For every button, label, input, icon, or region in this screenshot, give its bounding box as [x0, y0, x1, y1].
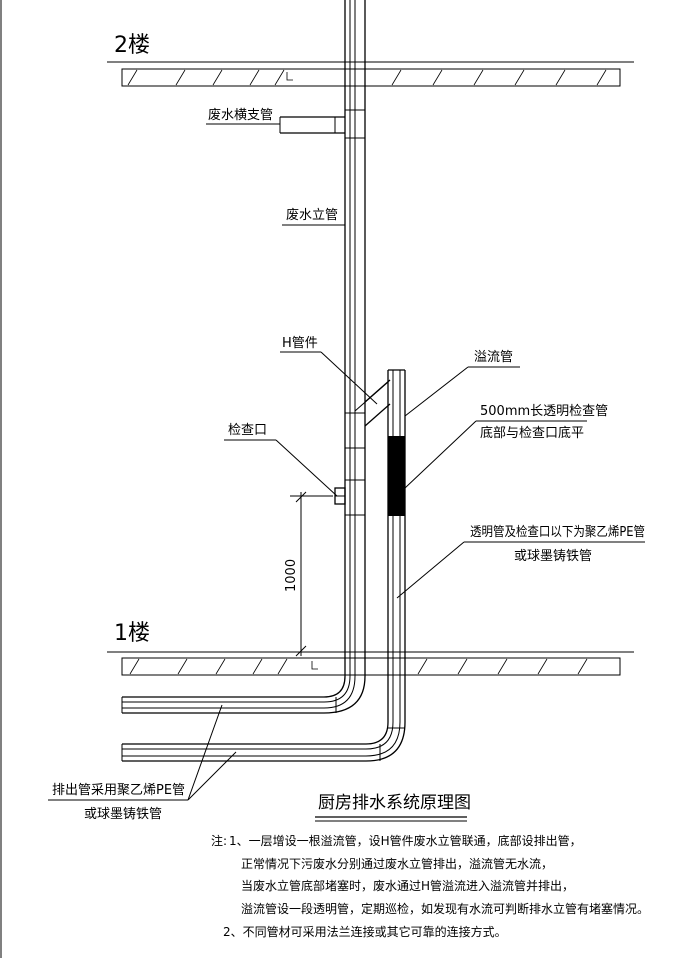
label-overflow-pipe: 溢流管 — [404, 350, 520, 417]
note-1-line-2: 正常情况下污废水分别通过废水立管排出，溢流管无水流， — [241, 856, 553, 871]
label-inspection-pipe: 500mm长透明检查管 底部与检查口底平 — [404, 404, 608, 489]
floor-1-slab — [121, 657, 621, 676]
cleanout-label: 检查口 — [228, 423, 267, 438]
inspection-pipe-label-1: 500mm长透明检查管 — [480, 404, 608, 419]
label-outlet-pipe: 排出管采用聚乙烯PE管 或球墨铸铁管 — [48, 704, 237, 822]
label-h-fitting: H管件 — [280, 336, 378, 405]
floor-1-slab-hatch — [129, 658, 588, 675]
notes-prefix: 注: — [211, 833, 227, 848]
overflow-pipe — [121, 369, 406, 762]
riser-outlet — [121, 675, 366, 714]
label-cleanout: 检查口 — [224, 423, 338, 497]
outlet-label-1: 排出管采用聚乙烯PE管 — [52, 783, 185, 798]
floor-2: 2楼 — [107, 33, 634, 87]
label-riser: 废水立管 — [282, 207, 345, 226]
transparent-inspection-pipe — [388, 436, 405, 516]
diagram-title-group: 厨房排水系统原理图 — [315, 793, 471, 822]
floor-1-label: 1楼 — [114, 621, 150, 646]
branch-pipe — [279, 116, 345, 134]
h-fitting — [354, 379, 391, 427]
outlet-label-2: 或球墨铸铁管 — [84, 806, 162, 822]
waste-riser — [344, 0, 366, 676]
note-1-line-3: 当废水立管底部堵塞时，废水通过H管溢流进入溢流管并排出， — [241, 878, 574, 893]
label-material: 透明管及检查口以下为聚乙烯PE管 或球墨铸铁管 — [396, 525, 645, 599]
dimension-value: 1000 — [284, 559, 299, 592]
label-branch-pipe: 废水横支管 — [206, 107, 280, 125]
inspection-pipe-label-2: 底部与检查口底平 — [480, 425, 584, 441]
floor-2-slab-hatch — [127, 69, 607, 86]
floor-2-label: 2楼 — [114, 33, 150, 58]
floor-1: 1楼 — [107, 621, 634, 676]
riser-label: 废水立管 — [286, 207, 338, 223]
note-1-line-4: 溢流管设一段透明管，定期巡检，如发现有水流可判断排水立管有堵塞情况。 — [241, 901, 649, 916]
floor-2-slab — [121, 68, 621, 87]
notes: 注: 1、一层增设一根溢流管，设H管件废水立管联通，底部设排出管， 正常情况下污… — [211, 833, 649, 939]
overflow-pipe-label: 溢流管 — [474, 350, 513, 365]
diagram-title: 厨房排水系统原理图 — [318, 793, 471, 813]
branch-pipe-label: 废水横支管 — [208, 107, 273, 123]
dimension-1000: 1000 — [284, 491, 333, 657]
h-fitting-label: H管件 — [282, 336, 318, 351]
material-label-2: 或球墨铸铁管 — [514, 548, 592, 564]
material-label-1: 透明管及检查口以下为聚乙烯PE管 — [470, 525, 645, 540]
note-1-line-1: 1、一层增设一根溢流管，设H管件废水立管联通，底部设排出管， — [229, 833, 582, 848]
note-2: 2、不同管材可采用法兰连接或其它可靠的连接方式。 — [223, 924, 507, 939]
